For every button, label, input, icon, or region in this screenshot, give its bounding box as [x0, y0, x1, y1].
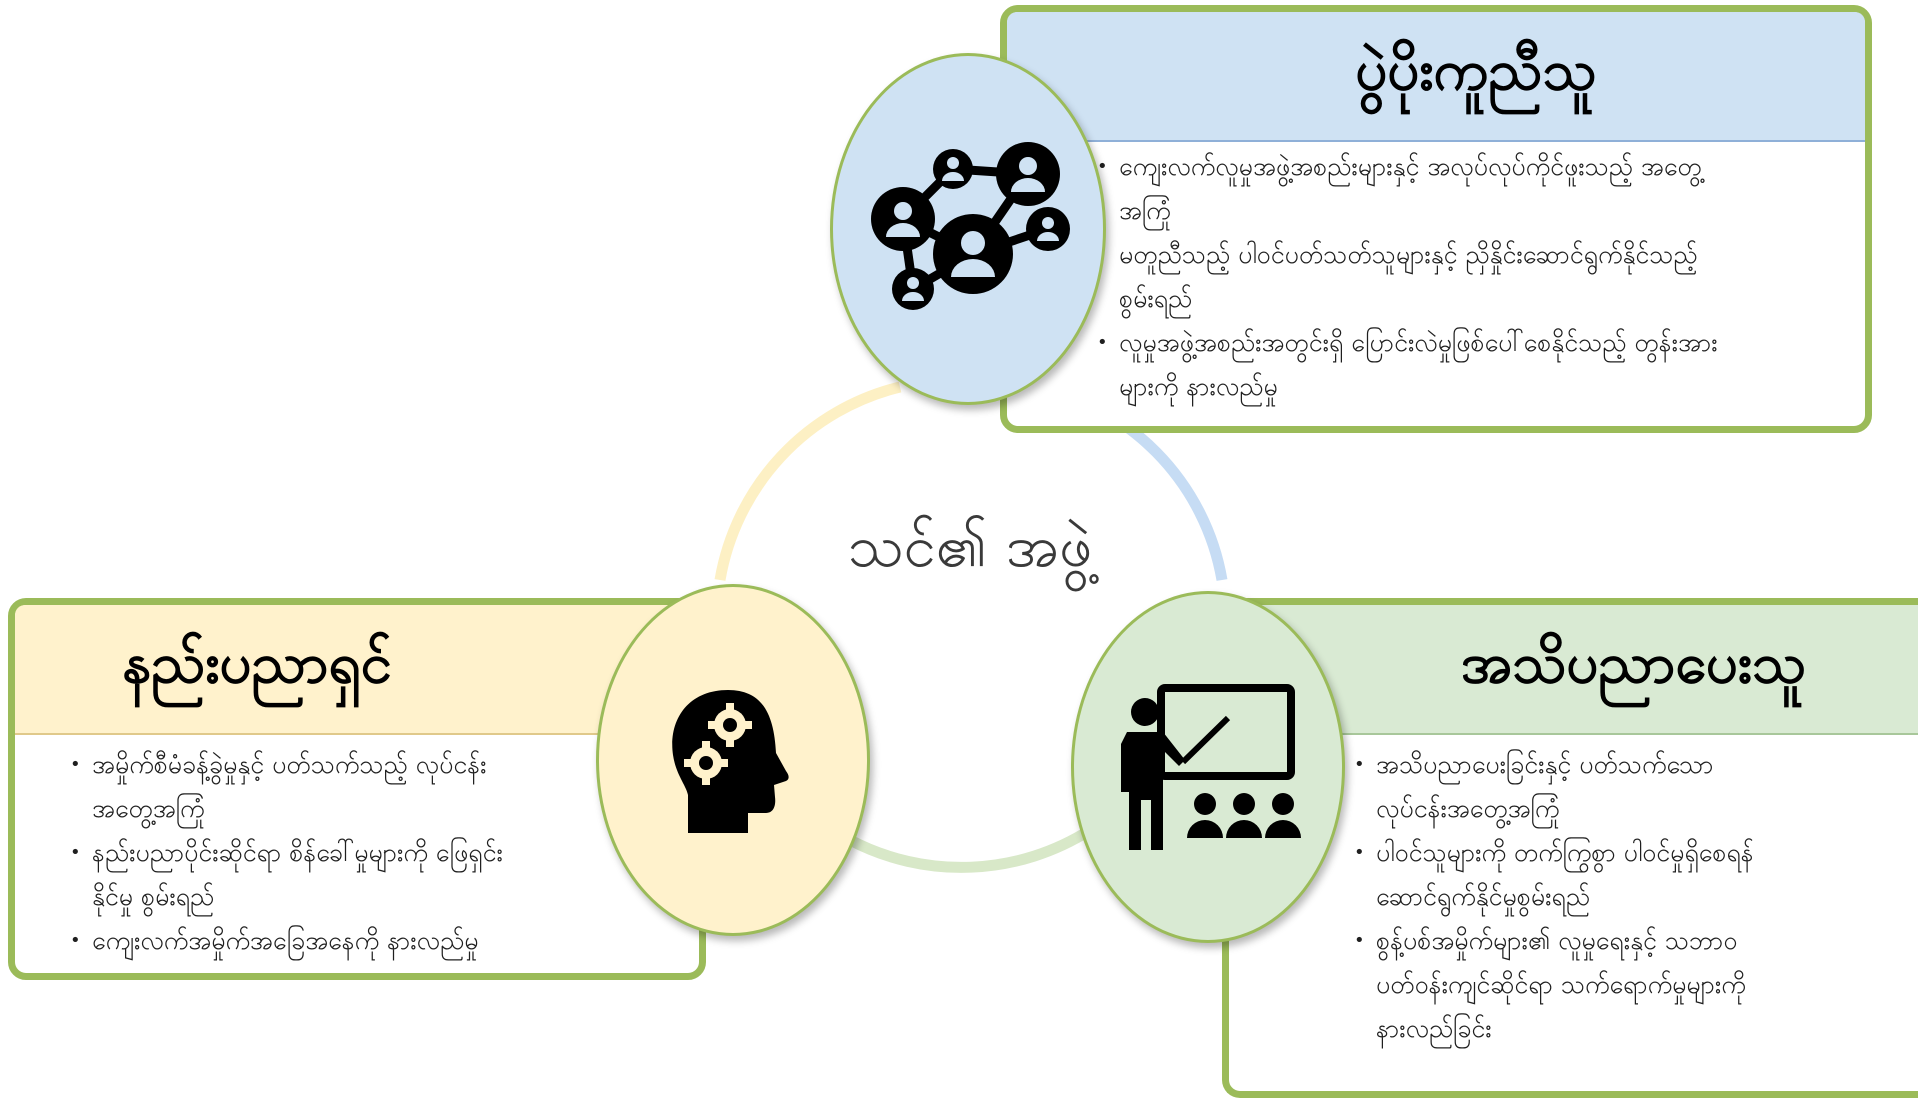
list-item: ပါဝင်သူများကို တက်ကြွစွာ ပါဝင်မှုရှိစေရန…	[1354, 831, 1874, 875]
head-gears-icon	[672, 690, 789, 833]
list-item: အသိပညာပေးခြင်းနှင့် ပတ်သက်သော	[1354, 743, 1874, 787]
list-item-continued: နိုင်မှု စွမ်းရည်	[92, 882, 215, 911]
card-technician-header: နည်းပညာရှင်	[15, 605, 699, 735]
list-item-continued: များကို နားလည်မှု	[1119, 372, 1278, 401]
list-item-continued: လုပ်ငန်းအတွေ့အကြုံ	[1376, 794, 1560, 823]
list-item: စွန့်ပစ်အမှိုက်များ၏ လူမှုရေးနှင့် သဘာဝ	[1354, 919, 1874, 963]
list-item: ကျေးလက်အမှိုက်အခြေအနေကို နားလည်မှု	[70, 919, 590, 963]
ring-segment-green	[847, 825, 1093, 873]
card-educator-list: အသိပညာပေးခြင်းနှင့် ပတ်သက်သော လုပ်ငန်းအတ…	[1354, 743, 1874, 1051]
bubble-facilitator	[830, 53, 1106, 405]
list-item: မတူညီသည့် ပါဝင်ပတ်သတ်သူများနှင့် ညှိနှို…	[1119, 240, 1698, 269]
card-educator: အသိပညာပေးသူ အသိပညာပေးခြင်းနှင့် ပတ်သက်သေ…	[1222, 598, 1918, 1098]
list-item-continued: ပတ်ဝန်းကျင်ဆိုင်ရာ သက်ရောက်မှုများကို	[1376, 970, 1746, 999]
list-item-continued: စွမ်းရည်	[1119, 284, 1193, 313]
list-item: ကျေးလက်လူမှုအဖွဲ့အစည်းများနှင့် အလုပ်လုပ…	[1097, 145, 1797, 189]
card-facilitator-header: ပွဲပိုးကူညီသူ	[1007, 12, 1865, 142]
card-educator-header: အသိပညာပေးသူ	[1229, 605, 1918, 735]
teacher-presentation-icon	[1121, 684, 1301, 850]
bubble-technician	[596, 584, 870, 936]
bubble-educator	[1071, 591, 1345, 943]
list-item-continued: အတွေ့အကြုံ	[92, 794, 205, 823]
list-item-continued: နားလည်ခြင်း	[1376, 1014, 1492, 1043]
card-facilitator-title: ပွဲပိုးကူညီသူ	[1355, 38, 1597, 103]
team-title: သင်၏ အဖွဲ့	[847, 512, 1093, 580]
card-facilitator-list: ကျေးလက်လူမှုအဖွဲ့အစည်းများနှင့် အလုပ်လုပ…	[1097, 145, 1797, 409]
ring-segment-yellow	[714, 381, 902, 581]
list-item: နည်းပညာပိုင်းဆိုင်ရာ စိန်ခေါ်မှုများကို …	[70, 831, 590, 875]
card-technician: နည်းပညာရှင် အမှိုက်စီမံခန့်ခွဲမှုနှင့် ပ…	[8, 598, 706, 980]
card-educator-title: အသိပညာပေးသူ	[1460, 631, 1807, 696]
list-item: အမှိုက်စီမံခန့်ခွဲမှုနှင့် ပတ်သက်သည့် လု…	[70, 743, 590, 787]
list-item-continued: ဆောင်ရွက်နိုင်မှုစွမ်းရည်	[1376, 882, 1591, 911]
card-technician-title: နည်းပညာရှင်	[122, 631, 392, 696]
network-people-icon	[871, 142, 1070, 310]
list-item-continued: အကြုံ	[1119, 196, 1171, 225]
list-item: လူမှုအဖွဲ့အစည်းအတွင်းရှိ ပြောင်းလဲမှုဖြစ…	[1097, 321, 1797, 365]
card-technician-list: အမှိုက်စီမံခန့်ခွဲမှုနှင့် ပတ်သက်သည့် လု…	[70, 743, 590, 963]
card-facilitator: ပွဲပိုးကူညီသူ ကျေးလက်လူမှုအဖွဲ့အစည်းများ…	[1000, 5, 1872, 433]
